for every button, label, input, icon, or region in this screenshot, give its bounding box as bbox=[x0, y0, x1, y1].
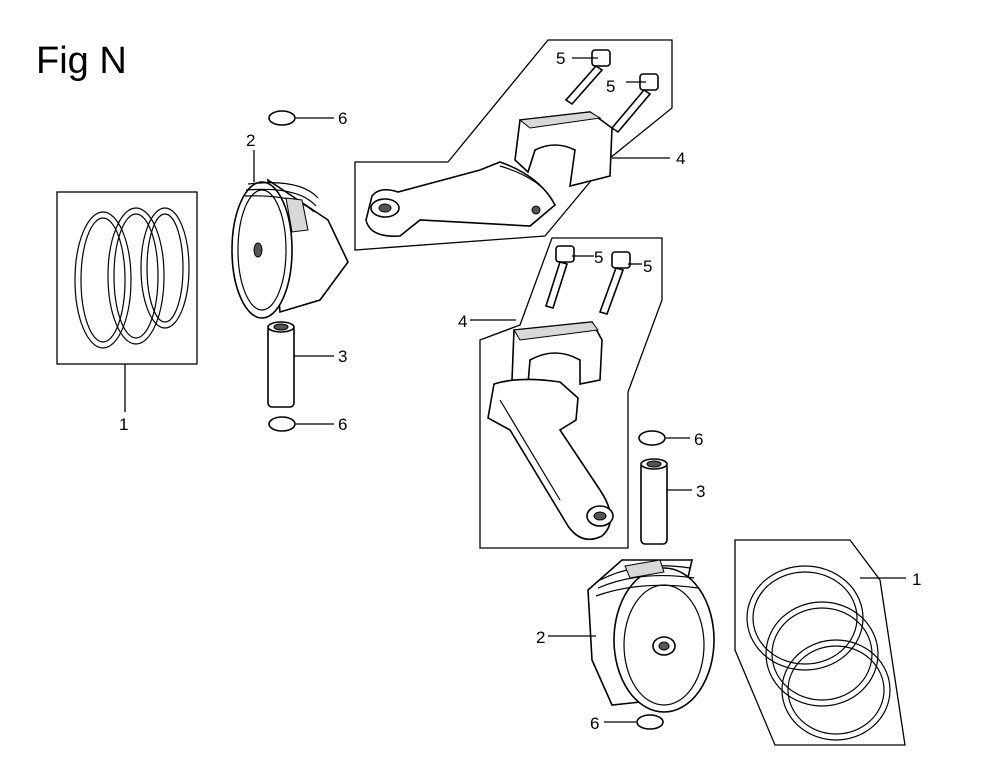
pin-clip-right-bottom bbox=[636, 714, 664, 730]
piston-right bbox=[587, 559, 715, 713]
piston-ring-set-right bbox=[734, 539, 906, 746]
pin-clip-left-bottom bbox=[268, 416, 296, 432]
figure-title: Fig N bbox=[36, 40, 127, 82]
piston-ring-set-left bbox=[56, 191, 198, 365]
callout-6-right-bottom: 6 bbox=[590, 714, 599, 733]
callout-3-right: 3 bbox=[696, 482, 705, 501]
callout-6-left-top: 6 bbox=[338, 109, 347, 128]
pin-clip-left-top bbox=[268, 110, 296, 126]
callout-5-top-a: 5 bbox=[556, 49, 565, 68]
connecting-rod-box-top bbox=[354, 39, 673, 251]
piston-pin-right bbox=[640, 458, 668, 545]
callout-6-left-bottom: 6 bbox=[338, 415, 347, 434]
callout-4-middle: 4 bbox=[458, 312, 467, 331]
connecting-rod-middle bbox=[479, 237, 663, 549]
callout-5-middle-a: 5 bbox=[594, 248, 603, 267]
piston-pin-left bbox=[267, 321, 295, 408]
ring-set-box-right bbox=[734, 539, 906, 746]
connecting-rod-top bbox=[354, 39, 673, 251]
callout-2-left: 2 bbox=[246, 131, 255, 150]
callout-6-right-top: 6 bbox=[694, 430, 703, 449]
callout-2-right: 2 bbox=[536, 628, 545, 647]
callout-1-left: 1 bbox=[119, 415, 128, 434]
callout-4-top: 4 bbox=[676, 149, 685, 168]
bolt-top-b bbox=[610, 73, 659, 134]
ring-set-box-left bbox=[56, 191, 198, 365]
callout-1-right: 1 bbox=[912, 570, 921, 589]
callout-5-top-b: 5 bbox=[606, 77, 615, 96]
connecting-rod-box-middle bbox=[479, 237, 663, 549]
piston-left bbox=[231, 178, 349, 319]
callout-5-middle-b: 5 bbox=[643, 257, 652, 276]
callout-3-left: 3 bbox=[338, 347, 347, 366]
pin-clip-right-top bbox=[638, 430, 666, 446]
bolt-top-a bbox=[564, 49, 611, 106]
bolt-middle-b bbox=[598, 251, 631, 315]
bolt-middle-a bbox=[544, 245, 575, 309]
